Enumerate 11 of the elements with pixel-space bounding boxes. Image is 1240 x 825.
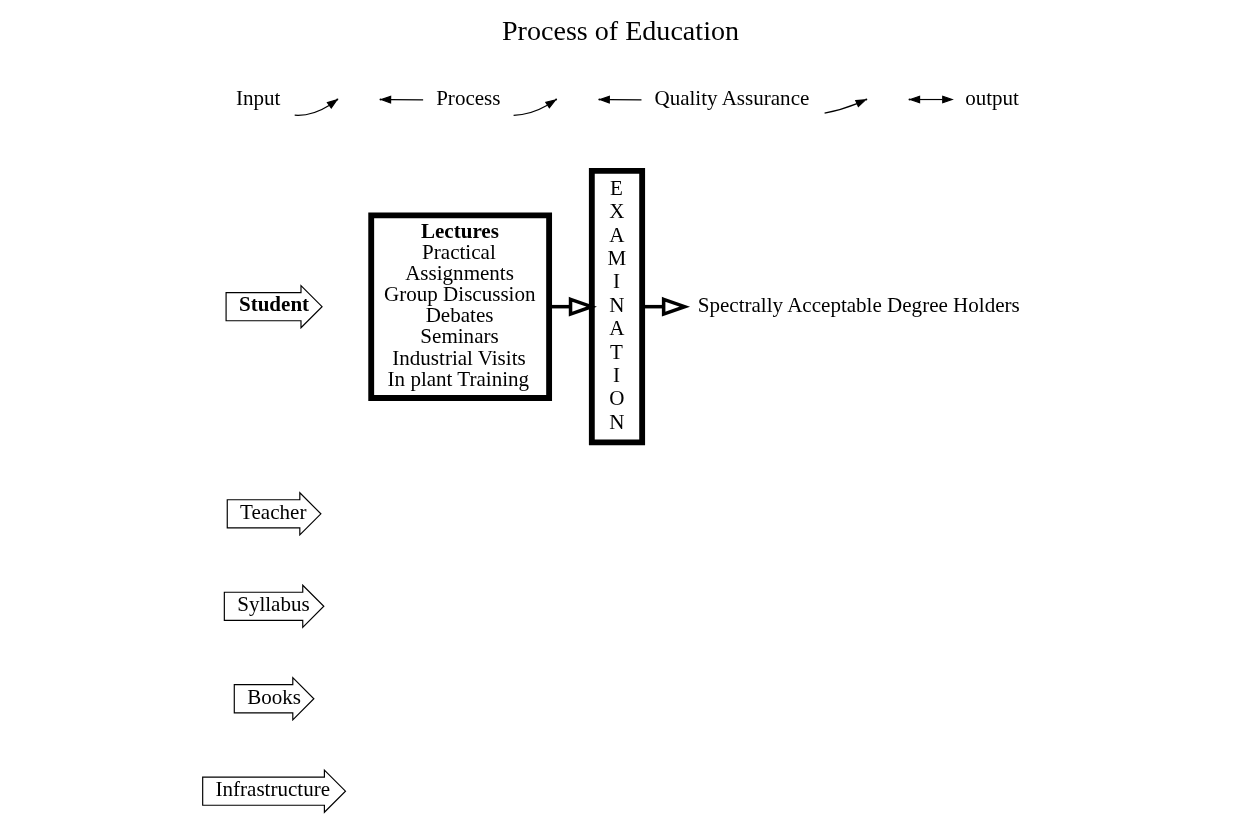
node-text: Spectrally Acceptable Degree Holders [697, 292, 1020, 317]
node-text: Quality Assurance [653, 85, 809, 110]
diagram-title: Process of Education [501, 14, 739, 46]
node-text: Input [235, 85, 280, 110]
arrow [907, 95, 954, 104]
arrow [379, 95, 424, 104]
node-text: output [964, 85, 1019, 110]
node-text: Process [435, 85, 500, 110]
node-box: EXAMINATION [588, 168, 645, 446]
arrow [597, 95, 642, 104]
node-box: Lectures Practical Assignments Group Discussion Debates Seminars Industrial Visits In plant Training [367, 212, 552, 401]
